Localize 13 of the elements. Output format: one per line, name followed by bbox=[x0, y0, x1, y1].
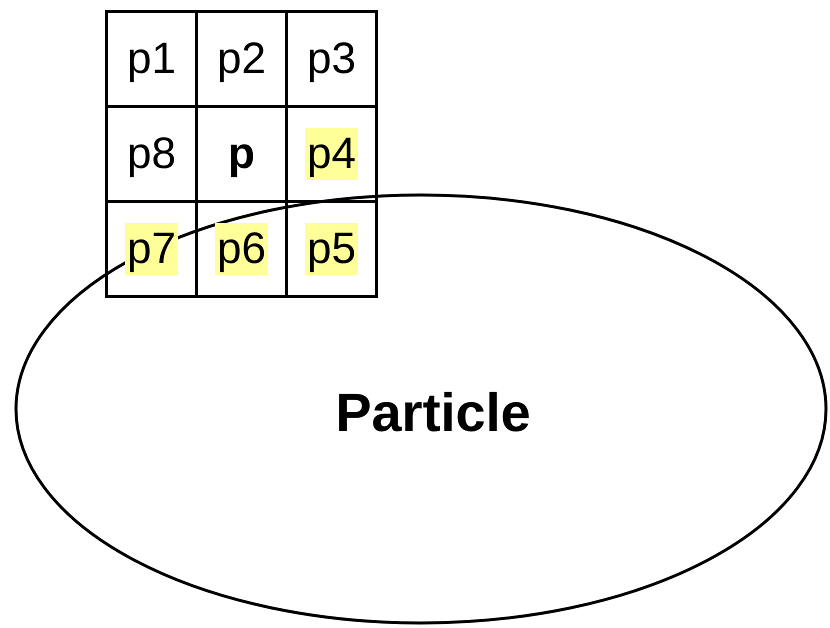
grid-cell bbox=[105, 10, 198, 108]
cell-label: p8 bbox=[126, 128, 177, 180]
grid-cell bbox=[105, 200, 198, 298]
highlighted-label: p4 bbox=[305, 128, 358, 180]
cell-label: p1 bbox=[126, 33, 177, 85]
highlighted-label: p6 bbox=[215, 223, 268, 275]
cell-label: p2 bbox=[216, 33, 267, 85]
ellipse-label: Particle bbox=[336, 382, 531, 444]
highlighted-label: p5 bbox=[305, 223, 358, 275]
cell-label: p3 bbox=[306, 33, 357, 85]
highlighted-label: p7 bbox=[125, 223, 178, 275]
grid-cell bbox=[285, 10, 378, 108]
cell-label: p bbox=[227, 128, 256, 180]
